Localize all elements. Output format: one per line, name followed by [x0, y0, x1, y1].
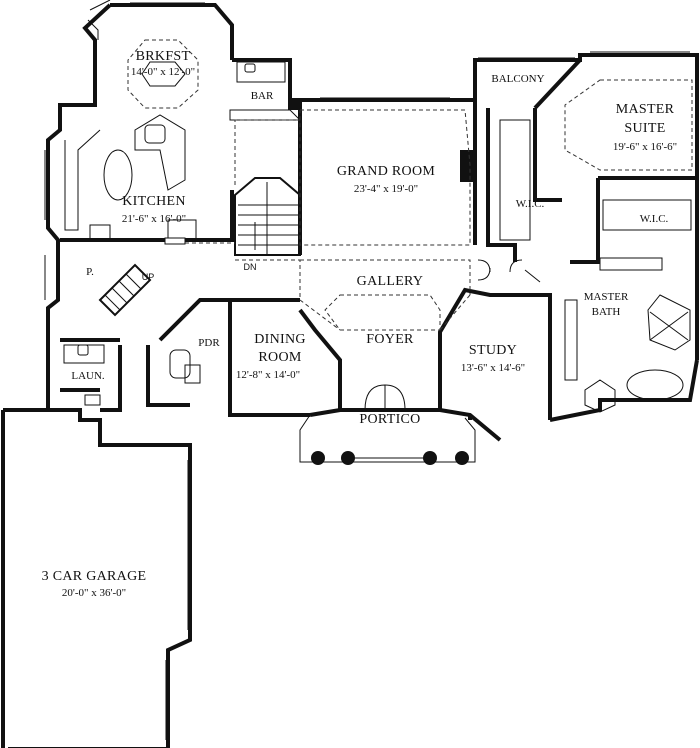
master-bath-label-2: BATH — [592, 306, 621, 318]
portico-columns — [311, 451, 469, 465]
pantry-label: P. — [86, 266, 94, 278]
kitchen-label: KITCHEN — [122, 194, 186, 209]
master-suite-label-1: MASTER — [616, 102, 675, 117]
kitchen-size: 21'-6" x 16'-0" — [122, 213, 186, 225]
study-size: 13'-6" x 14'-6" — [461, 362, 525, 374]
portico-label: PORTICO — [359, 412, 420, 427]
brkfst-size: 14'-0" x 12'-0" — [131, 66, 195, 78]
garage-label: 3 CAR GARAGE — [42, 569, 147, 584]
garage-size: 20'-0" x 36'-0" — [62, 587, 126, 599]
stair-up-label: UP — [142, 272, 155, 282]
bar-label: BAR — [251, 90, 274, 102]
foyer-label: FOYER — [366, 332, 414, 347]
stair-dn-label: DN — [244, 262, 257, 272]
grand-room-label: GRAND ROOM — [337, 164, 436, 179]
study-label: STUDY — [469, 343, 517, 358]
master-suite-size: 19'-6" x 16'-6" — [613, 141, 677, 153]
room-labels: BRKFST 14'-0" x 12'-0" BAR GRAND ROOM 23… — [42, 49, 678, 599]
pdr-label: PDR — [198, 337, 220, 349]
wic-right-label: W.I.C. — [640, 213, 669, 225]
laundry-label: LAUN. — [71, 370, 105, 382]
exterior-walls — [1, 3, 699, 748]
brkfst-label: BRKFST — [136, 49, 191, 64]
balcony-label: BALCONY — [491, 73, 544, 85]
dining-room-label-1: DINING — [254, 332, 306, 347]
wic-left-label: W.I.C. — [516, 198, 545, 210]
fixtures — [8, 0, 693, 748]
master-suite-label-2: SUITE — [624, 121, 665, 136]
grand-room-size: 23'-4" x 19'-0" — [354, 183, 418, 195]
master-bath-label-1: MASTER — [584, 291, 629, 303]
dining-room-label-2: ROOM — [258, 350, 301, 365]
stair-treads — [238, 182, 298, 255]
dining-room-size: 12'-8" x 14'-0" — [236, 369, 300, 381]
gallery-label: GALLERY — [357, 274, 424, 289]
